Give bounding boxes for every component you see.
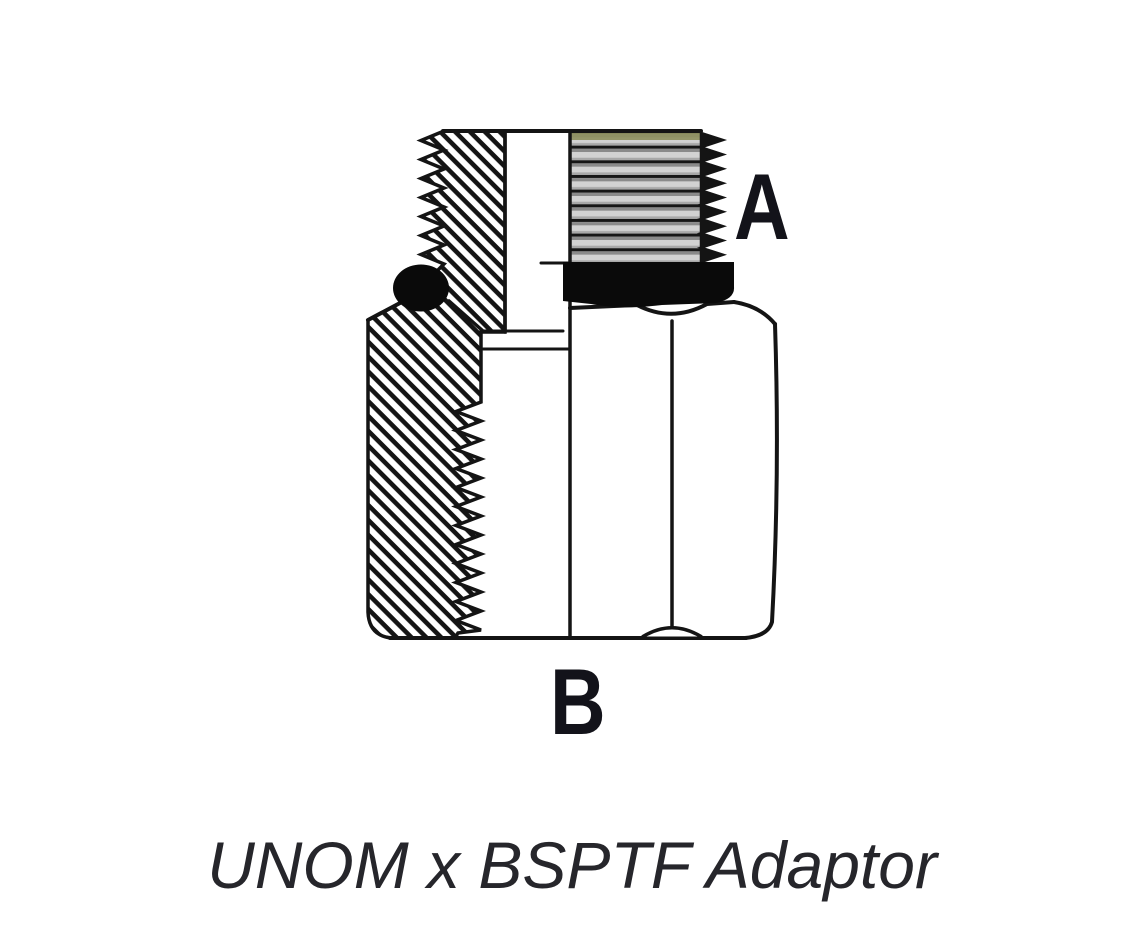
thread-highlight: [570, 131, 701, 140]
label-a-male-thread: A: [734, 154, 790, 259]
male-thread-unom-external: [539, 129, 728, 265]
cross-section-hatched: [366, 129, 572, 640]
o-ring-section-left: [393, 264, 449, 312]
thread-crests: [696, 131, 728, 264]
hex-body-external: [366, 261, 779, 640]
figure-caption: UNOM x BSPTF Adaptor: [207, 828, 937, 902]
label-b-female-thread: B: [550, 649, 606, 754]
hex-top-left-chamfer: [366, 301, 402, 322]
o-ring-band: [563, 262, 735, 308]
hex-right-edge: [743, 322, 779, 640]
o-ring-seal: [393, 262, 735, 312]
hex-bottom-chamfer-arc: [641, 626, 703, 639]
hex-top-right-corner: [732, 300, 777, 326]
section-chamfer-line: [447, 299, 485, 333]
